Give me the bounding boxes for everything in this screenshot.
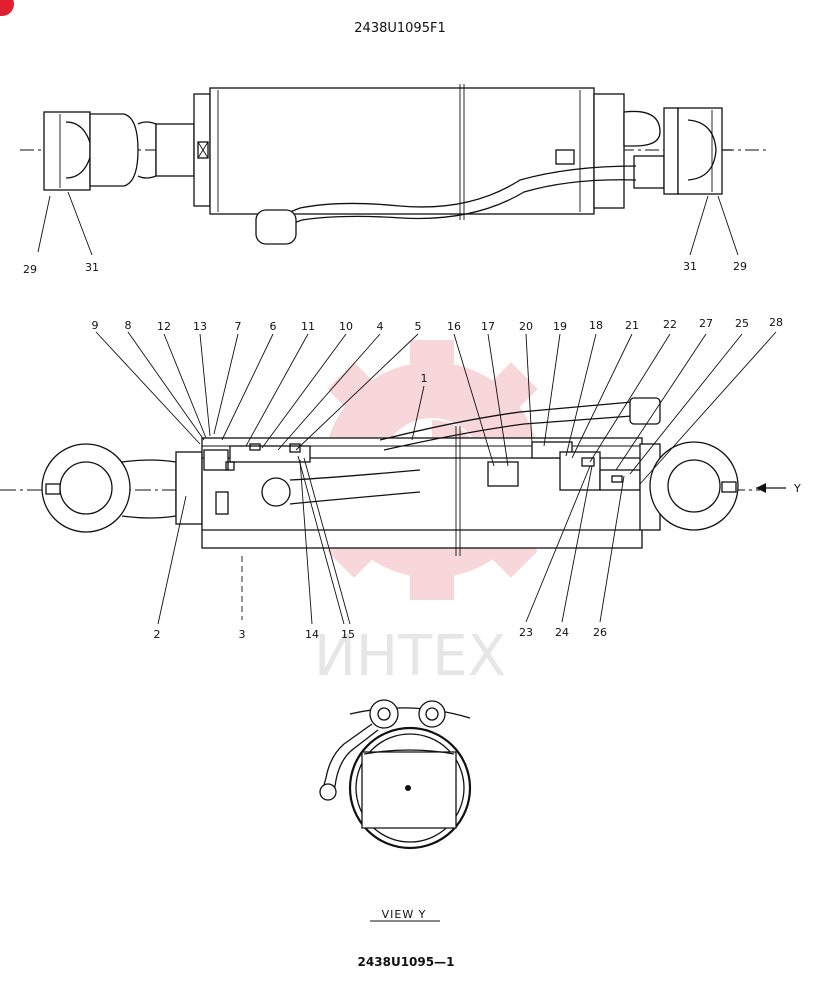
callout-8: 8 <box>125 319 132 332</box>
section-top-leaders <box>95 331 777 485</box>
callout-4: 4 <box>377 320 384 333</box>
callout-31-left: 31 <box>85 261 99 274</box>
callout-23: 23 <box>519 626 533 639</box>
section-bottom-callouts: 2 3 14 15 23 24 26 <box>154 626 608 641</box>
callout-22: 22 <box>663 318 677 331</box>
callout-27: 27 <box>699 317 713 330</box>
cylinder-top-view <box>20 84 770 245</box>
watermark-text: ИНТЕХ <box>314 624 506 689</box>
callout-29-right: 29 <box>733 260 747 273</box>
callout-24: 24 <box>555 626 569 639</box>
drawing-code-bottom: 2438U1095—1 <box>358 955 455 969</box>
callout-18: 18 <box>589 319 603 332</box>
callout-19: 19 <box>553 320 567 333</box>
callout-14: 14 <box>305 628 319 641</box>
top-view-callouts: 29 31 31 29 <box>23 260 747 276</box>
top-view-leaders <box>37 191 739 256</box>
callout-16: 16 <box>447 320 461 333</box>
callout-1: 1 <box>421 372 428 385</box>
drawing-code-top: 2438U1095F1 <box>354 21 445 36</box>
callout-7: 7 <box>235 320 242 333</box>
callout-12: 12 <box>157 320 171 333</box>
callout-20: 20 <box>519 320 533 333</box>
callout-6: 6 <box>270 320 277 333</box>
callout-5: 5 <box>415 320 422 333</box>
cylinder-section-view: Y <box>0 397 801 620</box>
section-top-callouts: 9 8 12 13 7 6 11 10 4 5 16 17 20 19 18 2… <box>92 316 784 385</box>
section-bottom-leaders <box>157 455 625 625</box>
callout-28: 28 <box>769 316 783 329</box>
direction-marker-y: Y <box>793 482 801 495</box>
callout-15: 15 <box>341 628 355 641</box>
callout-3: 3 <box>239 628 246 641</box>
view-y-label: VIEW Y <box>382 908 427 921</box>
callout-13: 13 <box>193 320 207 333</box>
callout-26: 26 <box>593 626 607 639</box>
corner-badge <box>0 0 14 16</box>
end-view-y <box>319 699 472 850</box>
callout-9: 9 <box>92 319 99 332</box>
callout-11: 11 <box>301 320 315 333</box>
callout-21: 21 <box>625 319 639 332</box>
callout-10: 10 <box>339 320 353 333</box>
callout-31-right: 31 <box>683 260 697 273</box>
callout-25: 25 <box>735 317 749 330</box>
callout-29-left: 29 <box>23 263 37 276</box>
callout-2: 2 <box>154 628 161 641</box>
callout-17: 17 <box>481 320 495 333</box>
